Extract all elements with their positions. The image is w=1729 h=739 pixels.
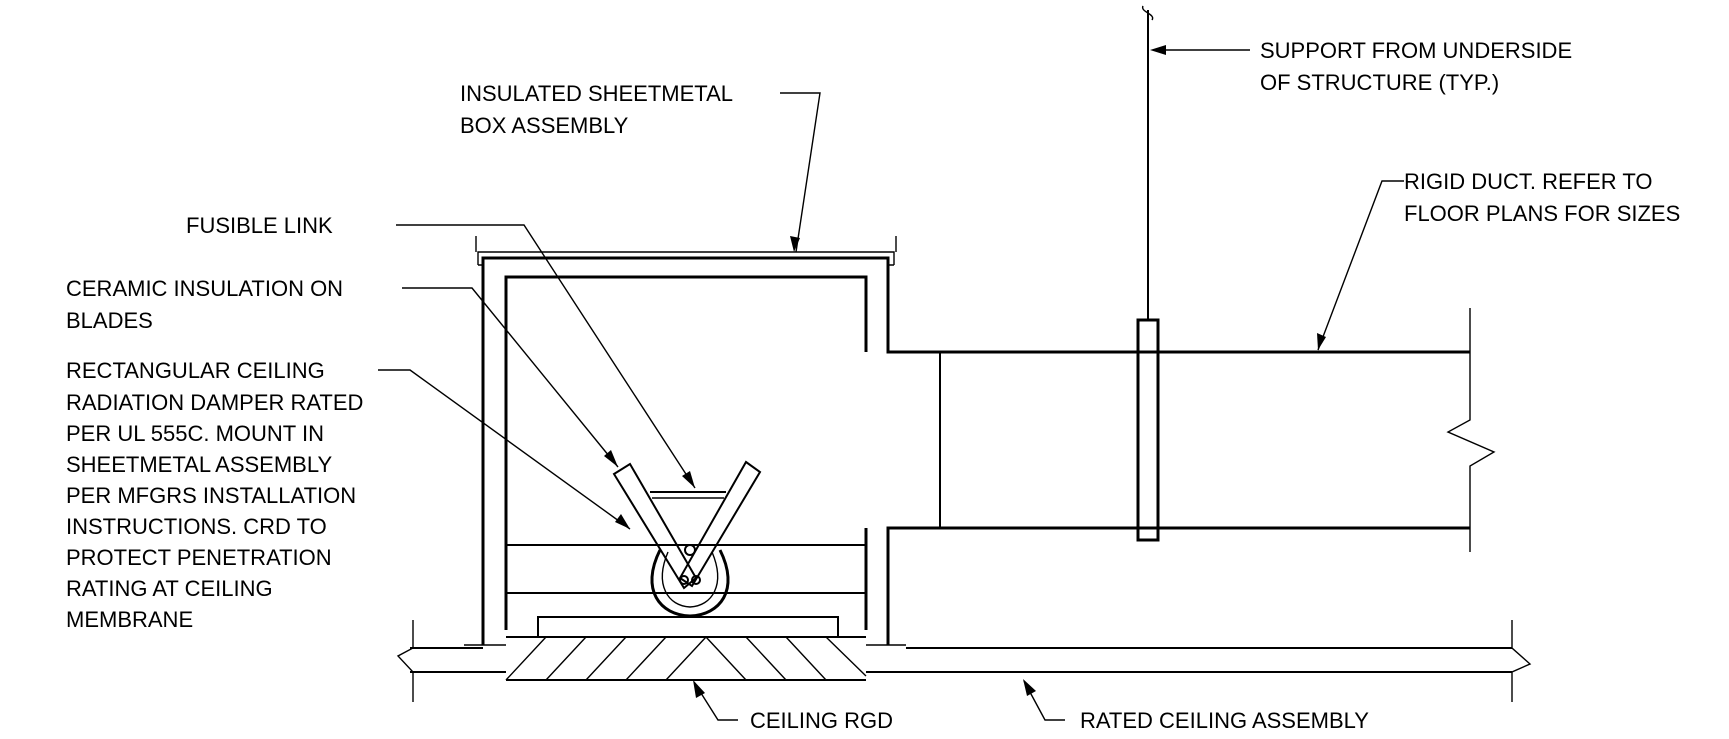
rigid-duct	[888, 308, 1496, 552]
callout-support: SUPPORT FROM UNDERSIDE OF STRUCTURE (TYP…	[1260, 38, 1572, 95]
box-label-line-2: BOX ASSEMBLY	[460, 113, 629, 138]
support-label-line-1: SUPPORT FROM UNDERSIDE	[1260, 38, 1572, 63]
callout-ceiling-rgd: CEILING RGD	[750, 708, 893, 733]
callout-damper: RECTANGULAR CEILING RADIATION DAMPER RAT…	[66, 358, 363, 632]
callout-ceramic-insulation: CERAMIC INSULATION ON BLADES	[66, 276, 343, 333]
damper-label-line-6: INSTRUCTIONS. CRD TO	[66, 514, 327, 539]
damper-label-line-3: PER UL 555C. MOUNT IN	[66, 421, 324, 446]
damper-label-line-7: PROTECT PENETRATION	[66, 545, 332, 570]
rated-ceiling-label: RATED CEILING ASSEMBLY	[1080, 708, 1369, 733]
damper-label-line-8: RATING AT CEILING	[66, 576, 273, 601]
support-hanger	[1136, 5, 1160, 542]
box-label-line-1: INSULATED SHEETMETAL	[460, 81, 733, 106]
callout-rigid-duct: RIGID DUCT. REFER TO FLOOR PLANS FOR SIZ…	[1404, 169, 1680, 226]
duct-label-line-2: FLOOR PLANS FOR SIZES	[1404, 201, 1680, 226]
damper-label-line-4: SHEETMETAL ASSEMBLY	[66, 452, 332, 477]
duct-label-line-1: RIGID DUCT. REFER TO	[1404, 169, 1653, 194]
ceramic-label-line-2: BLADES	[66, 308, 153, 333]
damper-blades	[612, 460, 762, 618]
callout-box-assembly: INSULATED SHEETMETAL BOX ASSEMBLY	[460, 81, 733, 138]
support-label-line-2: OF STRUCTURE (TYP.)	[1260, 70, 1499, 95]
ceramic-label-line-1: CERAMIC INSULATION ON	[66, 276, 343, 301]
damper-label-line-9: MEMBRANE	[66, 607, 193, 632]
rated-ceiling-assembly	[396, 620, 1532, 702]
ceiling-rgd-label: CEILING RGD	[750, 708, 893, 733]
leaders	[378, 45, 1404, 721]
damper-label-line-1: RECTANGULAR CEILING	[66, 358, 325, 383]
ceiling-rgd-grille	[505, 636, 867, 681]
callout-fusible-link: FUSIBLE LINK	[186, 213, 333, 238]
damper-label-line-2: RADIATION DAMPER RATED	[66, 390, 363, 415]
damper-label-line-5: PER MFGRS INSTALLATION	[66, 483, 356, 508]
callout-rated-ceiling: RATED CEILING ASSEMBLY	[1080, 708, 1369, 733]
sheetmetal-box-assembly	[464, 236, 940, 646]
fusible-link-label: FUSIBLE LINK	[186, 213, 333, 238]
